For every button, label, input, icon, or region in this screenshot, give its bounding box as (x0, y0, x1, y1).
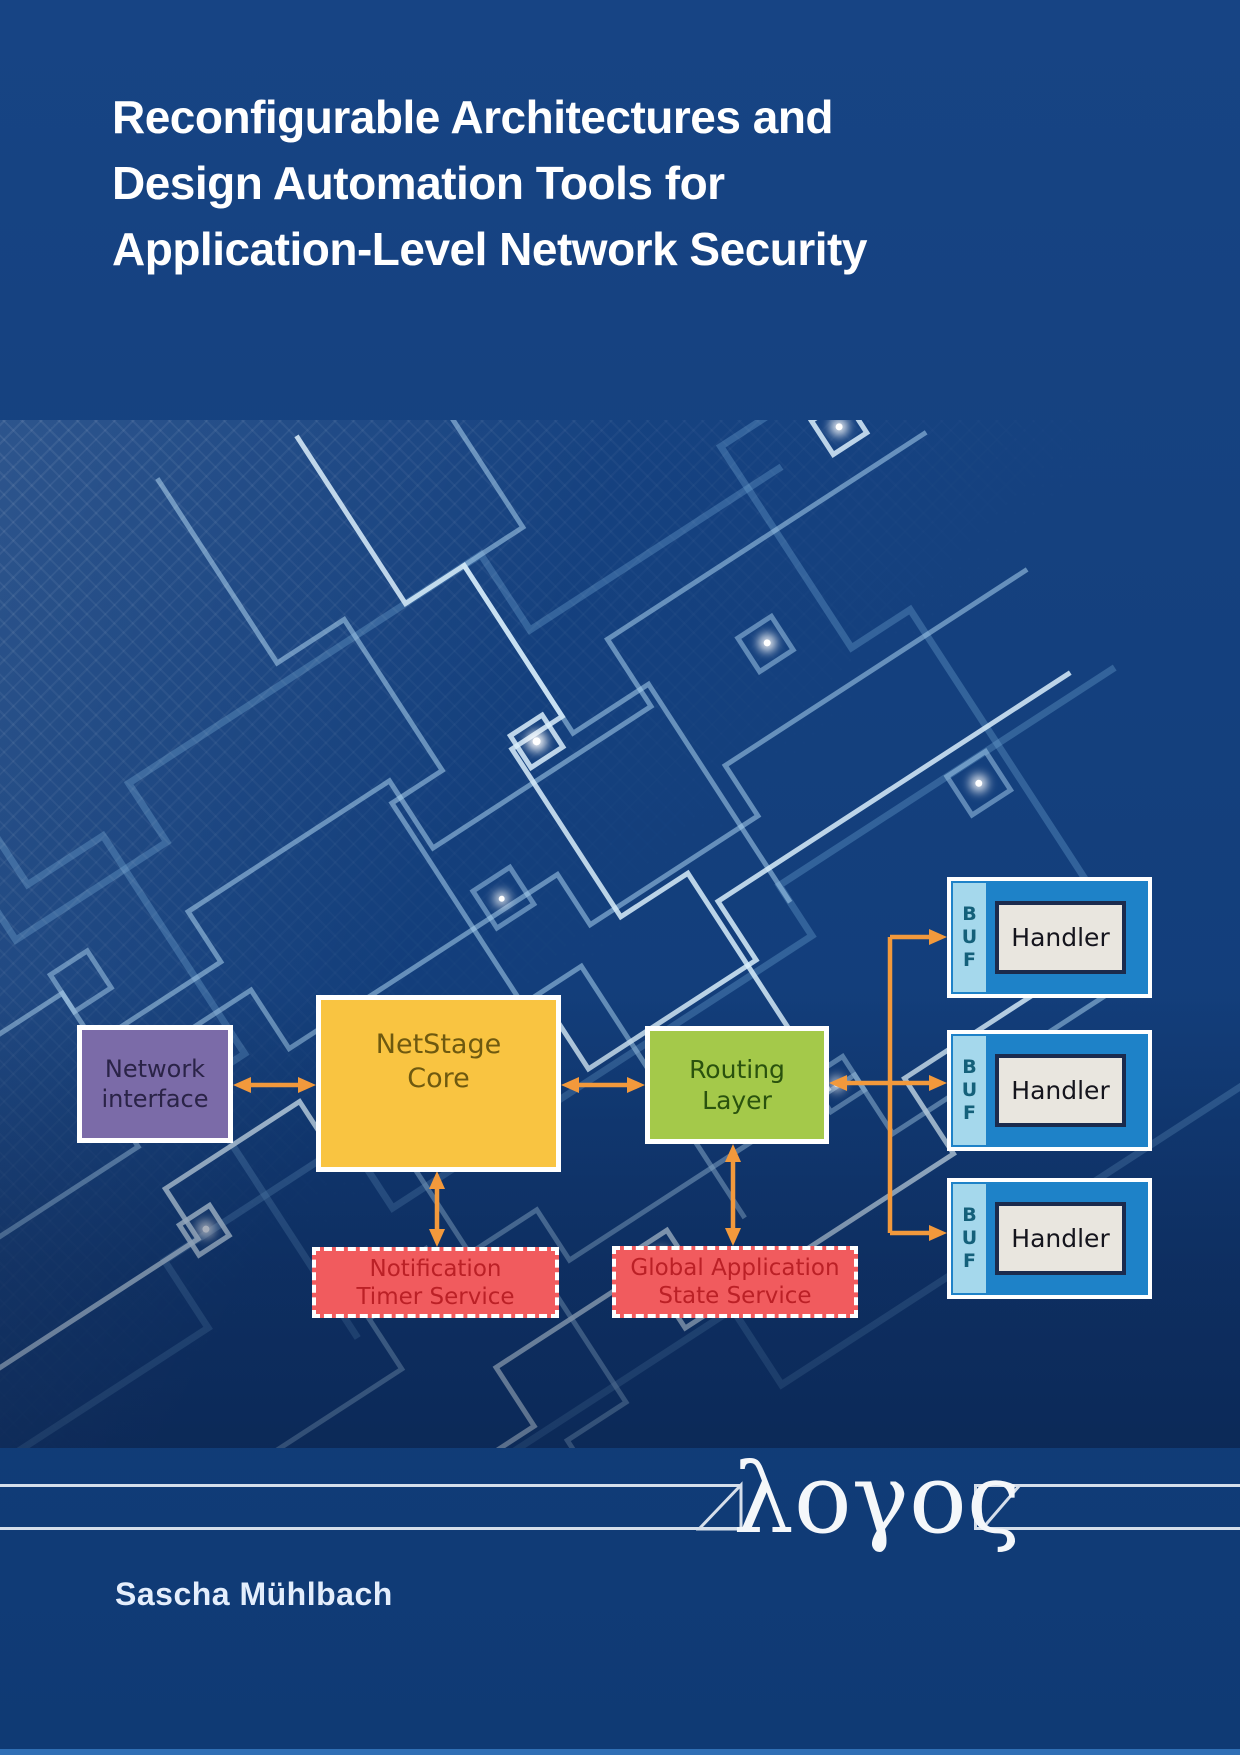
band-line-bottom-right (974, 1527, 1240, 1530)
title-line-2: Design Automation Tools for (112, 157, 725, 209)
author-name: Sascha Mühlbach (115, 1576, 393, 1612)
handler-box: Handler (995, 1054, 1126, 1127)
publisher-logo: λογος (733, 1443, 1021, 1555)
node-notification-timer-service: Notification Timer Service (312, 1247, 559, 1318)
handler-group-1: BUF Handler (947, 877, 1152, 998)
handler-box: Handler (995, 901, 1126, 974)
buffer-label: BUF (953, 1036, 986, 1145)
handler-group-2: BUF Handler (947, 1030, 1152, 1151)
buffer-label: BUF (953, 1184, 986, 1293)
title-line-1: Reconfigurable Architectures and (112, 91, 834, 143)
handler-group-3: BUF Handler (947, 1178, 1152, 1299)
handler-box: Handler (995, 1202, 1126, 1275)
node-netstage-core: NetStage Core (316, 995, 561, 1172)
band-line-top-right (974, 1484, 1240, 1487)
logo-right-parallelogram-icon (974, 1484, 1022, 1530)
circuit-board-image: Network interface NetStage Core Routing … (0, 420, 1240, 1448)
node-network-interface: Network interface (77, 1025, 233, 1143)
title-line-3: Application-Level Network Security (112, 223, 867, 275)
band-line-bottom-left (0, 1527, 742, 1530)
node-routing-layer: Routing Layer (645, 1026, 829, 1144)
band-line-top-left (0, 1484, 742, 1487)
connector-arrows-graphic (233, 929, 947, 1247)
bottom-edge-strip (0, 1749, 1240, 1755)
page-title: Reconfigurable Architectures and Design … (112, 84, 1132, 282)
logo-left-triangle-icon (696, 1481, 743, 1531)
buffer-label: BUF (953, 883, 986, 992)
node-global-application-state-service: Global Application State Service (612, 1246, 858, 1318)
